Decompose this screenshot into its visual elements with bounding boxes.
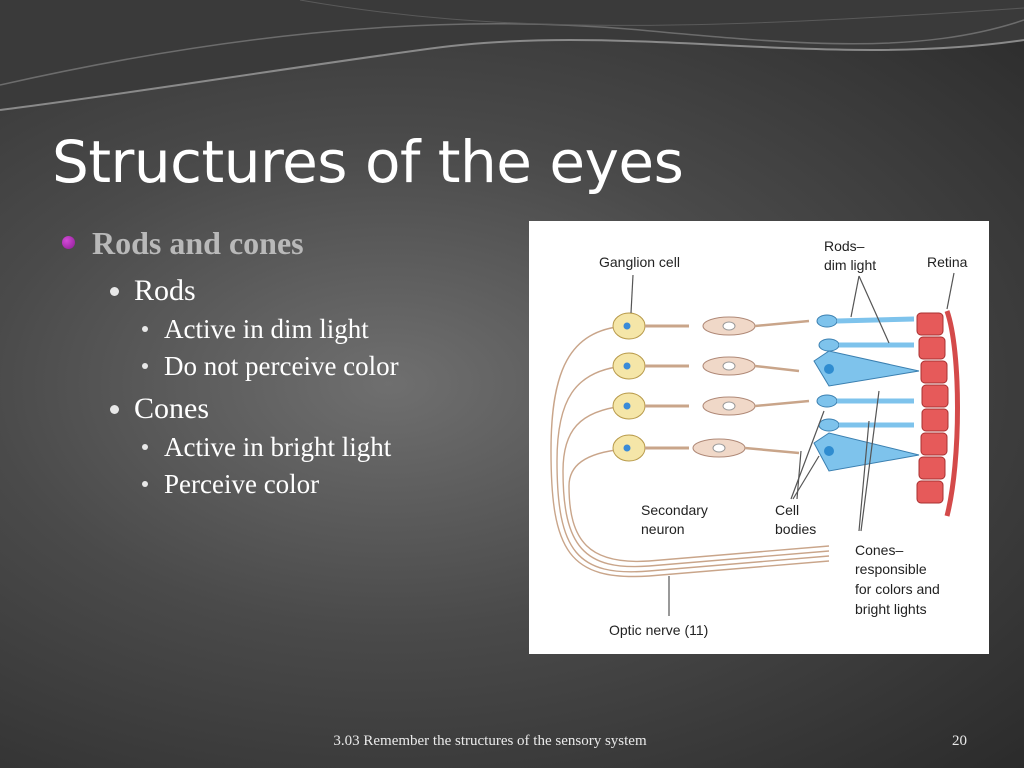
bullet-text: Cones	[134, 392, 209, 425]
bullet-text: Active in bright light	[164, 432, 392, 462]
label-cones-3: for colors and	[855, 581, 940, 597]
bullet-dot-icon	[142, 326, 148, 332]
header-swoosh	[0, 0, 1024, 111]
label-rods-2: dim light	[824, 257, 876, 273]
slide-footer: 3.03 Remember the structures of the sens…	[333, 733, 647, 749]
label-rods-1: Rods–	[824, 238, 865, 254]
label-secondary-2: neuron	[641, 521, 685, 537]
bullet-dot-icon	[110, 287, 119, 296]
bullet-text: Rods	[134, 274, 196, 307]
bullet-rods-and-cones: Rods and cones	[58, 225, 518, 262]
label-cones-4: bright lights	[855, 601, 927, 617]
label-ganglion-cell: Ganglion cell	[599, 254, 680, 270]
bullet-cones: Cones	[58, 392, 518, 426]
label-cones-1: Cones–	[855, 542, 903, 558]
label-retina: Retina	[927, 254, 968, 270]
label-secondary-1: Secondary	[641, 502, 708, 518]
bullet-dot-icon	[110, 405, 119, 414]
bullet-list: Rods and cones Rods Active in dim light …	[58, 225, 518, 510]
bullet-text: Perceive color	[164, 469, 320, 499]
label-cell-2: bodies	[775, 521, 816, 537]
bullet-rods-item: Do not perceive color	[58, 351, 518, 382]
bullet-text: Do not perceive color	[164, 351, 399, 381]
optic-nerve-fibers	[550, 325, 830, 578]
bullet-cones-item: Perceive color	[58, 469, 518, 500]
retina-diagram: Ganglion cell Rods– dim light Retina Sec…	[529, 221, 989, 654]
bullet-text: Active in dim light	[164, 314, 369, 344]
cones-group: Cones Active in bright light Perceive co…	[58, 392, 518, 500]
neuron-row	[612, 312, 915, 352]
retina-diagram-svg: Ganglion cell Rods– dim light Retina Sec…	[550, 238, 968, 638]
page-number: 20	[952, 733, 967, 749]
neuron-row	[612, 350, 920, 387]
bullet-rods: Rods	[58, 274, 518, 308]
neuron-rows	[612, 312, 920, 472]
bullet-dot-icon	[142, 481, 148, 487]
bullet-dot-icon	[142, 444, 148, 450]
label-cell-1: Cell	[775, 502, 799, 518]
bullet-rods-item: Active in dim light	[58, 314, 518, 345]
bullet-text: Rods and cones	[92, 225, 304, 261]
label-cones-2: responsible	[855, 561, 927, 577]
bullet-dot-icon	[62, 236, 75, 249]
neuron-row	[612, 392, 914, 432]
label-optic-nerve: Optic nerve (11)	[609, 622, 708, 638]
bullet-cones-item: Active in bright light	[58, 432, 518, 463]
leader-lines	[630, 272, 955, 616]
slide-title: Structures of the eyes	[52, 128, 684, 196]
bullet-dot-icon	[142, 363, 148, 369]
rods-group: Rods Active in dim light Do not perceive…	[58, 274, 518, 382]
retina-layer	[916, 310, 960, 517]
